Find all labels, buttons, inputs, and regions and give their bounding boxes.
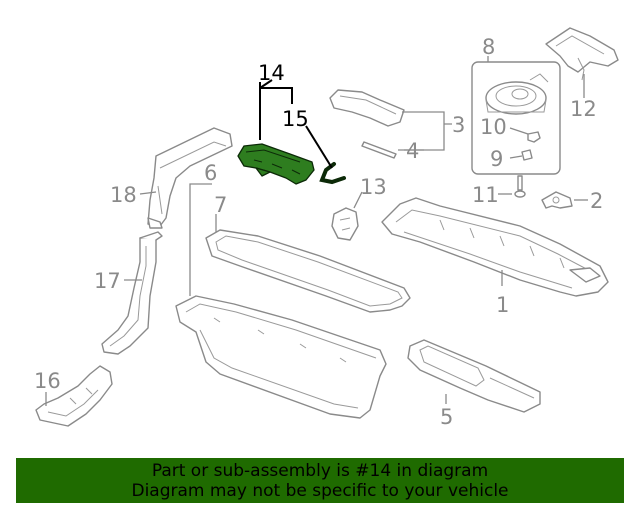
callout-5: 5 [440, 405, 453, 429]
part-13-clamp [331, 207, 359, 241]
banner-line-2: Diagram may not be specific to your vehi… [131, 481, 509, 501]
callout-7: 7 [214, 193, 227, 217]
callout-9: 9 [490, 147, 503, 171]
part-4-rod [361, 141, 397, 159]
part-7-gasket [205, 229, 411, 313]
banner-line-1: Part or sub-assembly is #14 in diagram [151, 461, 489, 481]
part-10-screw [527, 131, 541, 143]
callout-3: 3 [452, 113, 465, 137]
part-6-tray [175, 295, 387, 419]
part-12-bracket [545, 27, 619, 81]
callout-11: 11 [472, 183, 499, 207]
part-17-duct [101, 231, 163, 355]
part-18-duct [147, 127, 233, 229]
callout-17: 17 [94, 269, 121, 293]
part-15-hose [319, 162, 346, 185]
callout-13: 13 [360, 175, 387, 199]
callout-15: 15 [282, 107, 309, 131]
part-16-bracket [35, 365, 113, 427]
callout-16: 16 [34, 369, 61, 393]
leader-lines [45, 56, 588, 406]
callout-1: 1 [496, 293, 509, 317]
parts-diagram: 14 15 3 4 8 10 9 11 12 2 13 18 6 7 17 16… [34, 27, 619, 429]
callout-8: 8 [482, 35, 495, 59]
part-8-assembly [471, 61, 561, 175]
part-3-bracket [329, 89, 405, 127]
callout-10: 10 [480, 115, 507, 139]
callout-18: 18 [110, 183, 137, 207]
part-11-bolt [514, 175, 526, 198]
callout-6: 6 [204, 161, 217, 185]
notice-banner: Part or sub-assembly is #14 in diagram D… [16, 458, 624, 503]
callout-2: 2 [590, 189, 603, 213]
part-2-clip [541, 191, 573, 209]
callout-12: 12 [570, 97, 597, 121]
callout-14: 14 [258, 61, 285, 85]
part-9-nut [521, 149, 533, 161]
part-1-housing [381, 197, 609, 297]
callout-4: 4 [406, 139, 419, 163]
callout-labels: 14 15 3 4 8 10 9 11 12 2 13 18 6 7 17 16… [34, 35, 603, 429]
part-14-highlighted [237, 143, 315, 185]
part-5-frame [407, 339, 541, 413]
